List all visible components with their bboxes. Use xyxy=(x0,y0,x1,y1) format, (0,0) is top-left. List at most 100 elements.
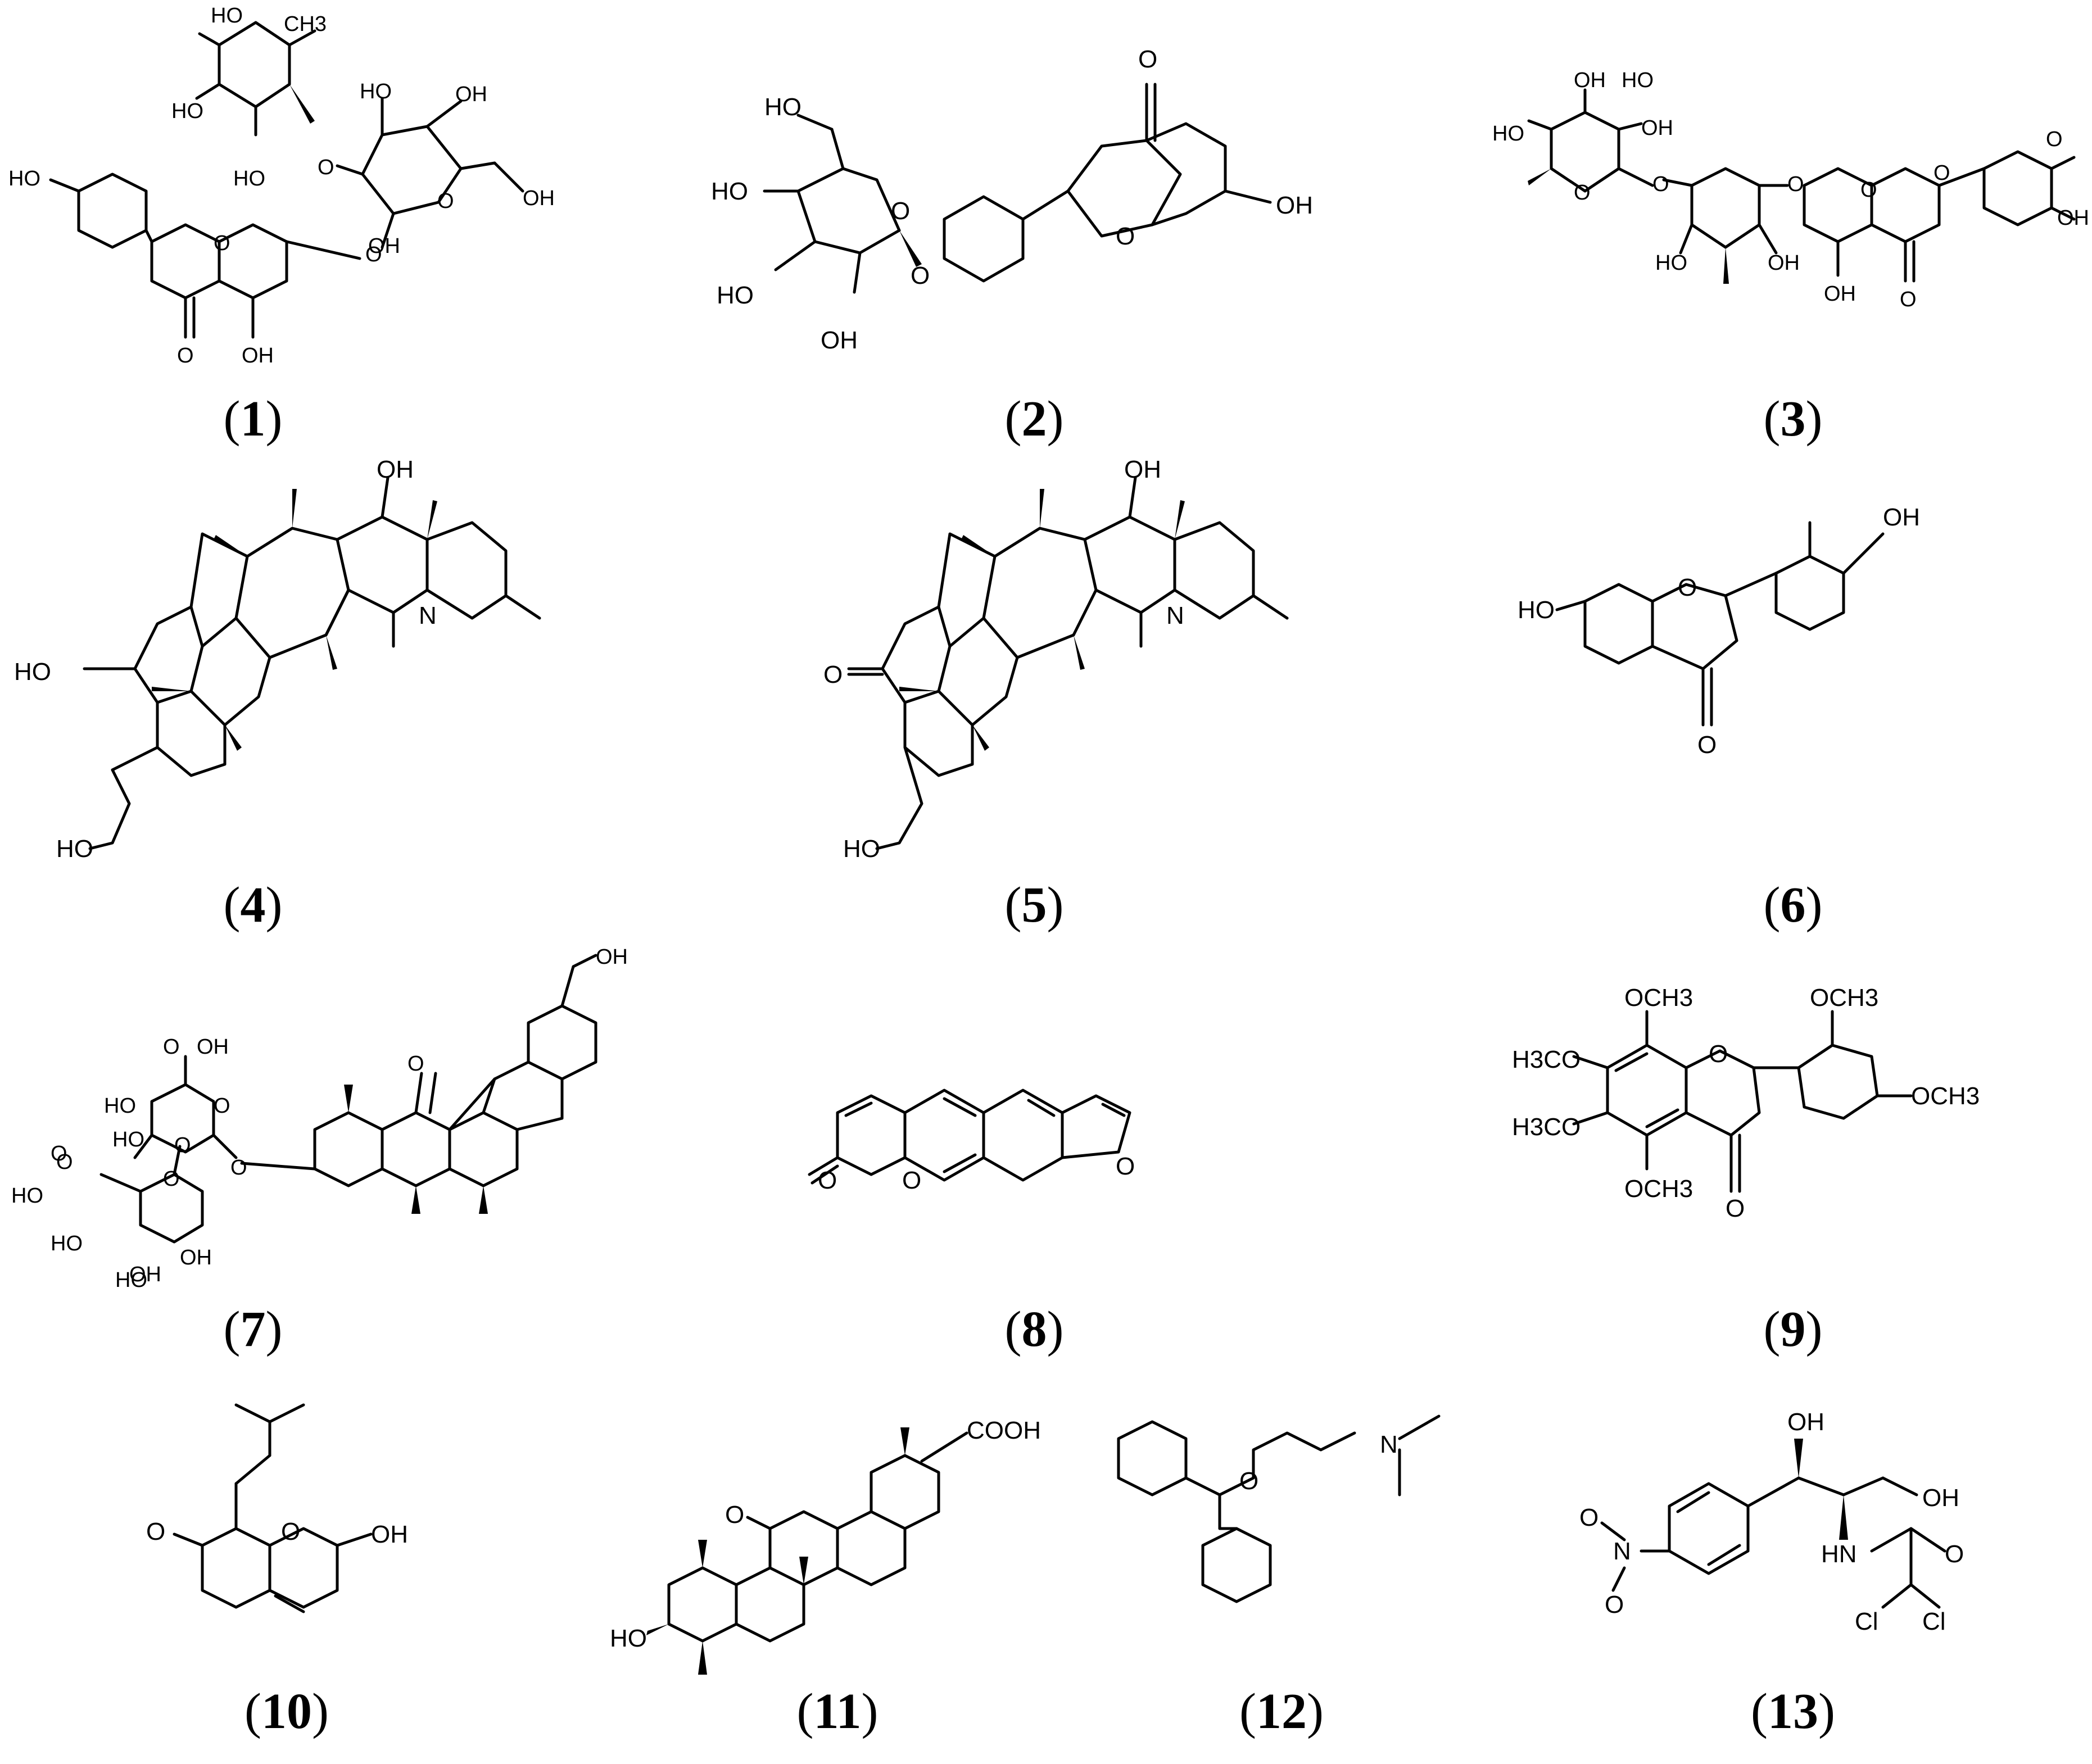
compound-11-caption: (11) xyxy=(796,1684,878,1739)
compound-1-structure: CH3 HO HO HO O HO OH OH O HO O O OH O OH xyxy=(8,4,555,368)
compound-1-caption: (1) xyxy=(224,391,283,447)
compound-5-label: HO xyxy=(843,835,880,863)
compound-7-label: O xyxy=(174,1133,191,1157)
compound-7-label: OH xyxy=(180,1246,212,1269)
compound-7-label: O xyxy=(51,1142,67,1166)
compound-10-structure: O O OH xyxy=(146,1403,408,1613)
compound-5-label: O xyxy=(823,661,843,688)
compound-3-caption: (3) xyxy=(1764,391,1823,447)
compound-4-structure: OH N HO HO xyxy=(14,456,541,863)
compound-10-caption: (10) xyxy=(244,1684,329,1739)
compound-6-structure: OH HO O O xyxy=(1518,504,1920,759)
compound-7-label: O xyxy=(163,1167,180,1191)
compound-11-label: O xyxy=(725,1501,744,1529)
compound-7-label: HO xyxy=(112,1128,144,1151)
compound-6-label: O xyxy=(1697,731,1717,759)
compound-1-label: OH xyxy=(455,83,487,106)
compound-9-caption: (9) xyxy=(1764,1302,1823,1357)
compound-7-label: OH xyxy=(197,1035,229,1059)
compound-5-label: N xyxy=(1166,602,1184,629)
compound-8-caption: (8) xyxy=(1005,1302,1064,1357)
compound-2-label: HO xyxy=(764,93,802,121)
compound-3-label: OH xyxy=(1768,251,1800,275)
compound-4-caption: (4) xyxy=(224,877,283,933)
compound-1-label: O xyxy=(214,232,230,255)
compound-2-caption: (2) xyxy=(1005,391,1064,447)
compound-3-label: OH xyxy=(1641,116,1673,140)
compound-6-label: O xyxy=(1678,574,1697,601)
compound-9-label: O xyxy=(1709,1040,1728,1068)
compound-8-label: O xyxy=(1116,1153,1135,1180)
compound-9-label: H3CO xyxy=(1512,1046,1581,1073)
compound-1-label: OH xyxy=(242,344,274,368)
compound-2-structure: O HO O HO HO O OH O OH xyxy=(711,46,1313,354)
compound-7-structure: O OH O OH HO O O HO O O HO O O HO HO OH … xyxy=(11,945,628,1292)
compound-1-label: HO xyxy=(233,167,265,191)
compound-7-label: O xyxy=(407,1052,424,1076)
compound-13-label: N xyxy=(1613,1538,1631,1565)
compound-1-label: HO xyxy=(8,167,40,191)
compound-8-label: O xyxy=(902,1167,921,1194)
compound-8-label: O xyxy=(818,1167,837,1194)
compound-10-label: OH xyxy=(371,1521,408,1548)
compound-3-label: O xyxy=(1787,173,1804,196)
compound-9-label: OCH3 xyxy=(1911,1082,1980,1110)
compound-7-label: HO xyxy=(115,1268,147,1292)
compound-7-label: HO xyxy=(51,1232,83,1255)
compound-7-label: HO xyxy=(104,1094,136,1118)
compound-12-caption: (12) xyxy=(1239,1684,1324,1739)
compound-10-label: O xyxy=(281,1518,300,1545)
compound-3-label: HO xyxy=(1622,69,1654,92)
compound-7-label: O xyxy=(163,1035,180,1059)
compound-3-label: OH xyxy=(1824,282,1856,306)
compound-3-label: OH xyxy=(2057,206,2089,230)
compound-13-structure: OH OH O N HN O O Cl Cl xyxy=(1579,1408,1964,1635)
compound-11-label: HO xyxy=(610,1625,647,1652)
compound-9-structure: OCH3 OCH3 H3CO O OCH3 H3CO O OCH3 xyxy=(1512,984,1980,1222)
compound-6-caption: (6) xyxy=(1764,877,1823,933)
compound-1-label: HO xyxy=(360,80,392,103)
compound-1-label: O xyxy=(437,189,454,213)
compound-11-structure: COOH O HO xyxy=(610,1417,1041,1675)
compound-5-structure: OH N O HO xyxy=(823,456,1289,863)
compound-2-label: HO xyxy=(711,178,748,205)
compound-9-label: H3CO xyxy=(1512,1113,1581,1141)
compound-3-label: HO xyxy=(1492,122,1524,146)
compound-1-label: OH xyxy=(523,187,555,210)
compound-8-structure: O O O xyxy=(808,1089,1135,1194)
compound-1-label: O xyxy=(177,344,194,368)
compound-2-label: O xyxy=(911,262,930,289)
compound-9-label: OCH3 xyxy=(1624,1175,1693,1203)
compound-1-label: O xyxy=(318,156,334,179)
compound-3-label: O xyxy=(1860,178,1877,202)
compound-12-structure: N O xyxy=(1117,1414,1441,1603)
compound-9-label: O xyxy=(1726,1195,1745,1222)
compound-13-label: Cl xyxy=(1922,1608,1946,1635)
compound-7-label: OH xyxy=(596,945,628,969)
compound-3-label: HO xyxy=(1655,251,1687,275)
compound-1-label: OH xyxy=(368,234,400,258)
compound-1-label: HO xyxy=(171,99,203,123)
compound-1-label: CH3 xyxy=(284,12,327,36)
compound-2-label: OH xyxy=(1276,192,1313,219)
compound-2-label: OH xyxy=(821,327,858,354)
compound-3-label: O xyxy=(1933,161,1950,185)
compound-3-label: O xyxy=(1652,173,1669,196)
compound-13-label: OH xyxy=(1922,1484,1959,1512)
compound-9-label: OCH3 xyxy=(1810,984,1878,1012)
compound-12-label: N xyxy=(1380,1431,1398,1458)
compound-2-label: O xyxy=(891,197,910,225)
compound-5-label: OH xyxy=(1124,456,1161,483)
compound-6-label: OH xyxy=(1883,504,1920,531)
compound-12-label: O xyxy=(1239,1467,1258,1495)
compound-5-caption: (5) xyxy=(1005,877,1064,933)
compound-13-label: OH xyxy=(1787,1408,1824,1436)
compound-4-label: HO xyxy=(14,658,51,686)
compound-7-label: O xyxy=(214,1094,230,1118)
compound-6-label: HO xyxy=(1518,596,1555,624)
compound-4-label: N xyxy=(419,602,437,629)
compound-13-label: Cl xyxy=(1855,1608,1878,1635)
compound-10-label: O xyxy=(146,1518,165,1545)
compound-9-label: OCH3 xyxy=(1624,984,1693,1012)
compound-3-label: OH xyxy=(1574,69,1606,92)
